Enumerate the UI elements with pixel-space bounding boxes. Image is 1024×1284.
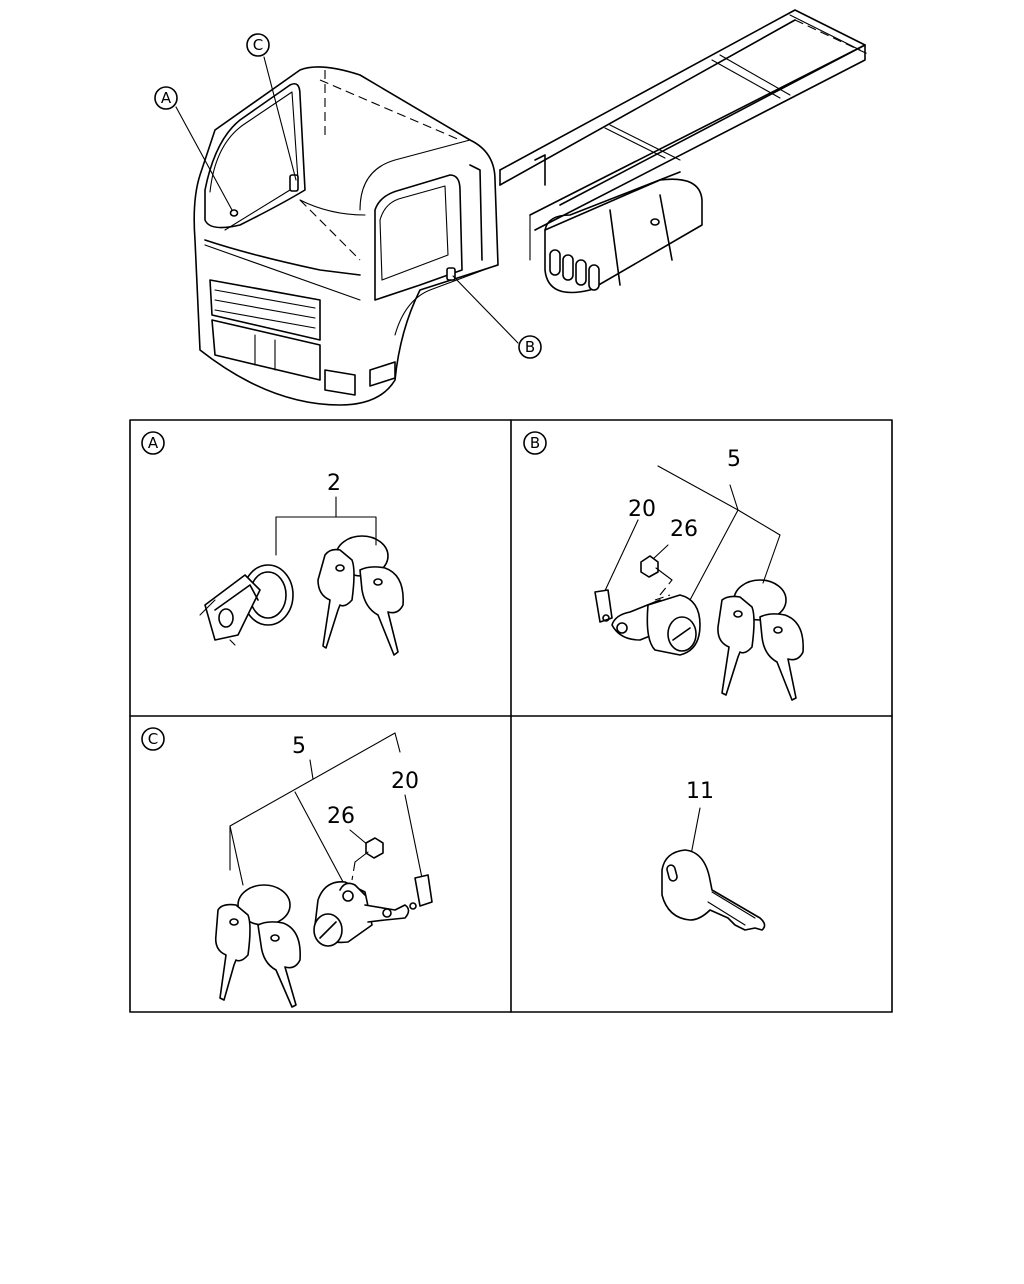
chassis-frame: [499, 9, 871, 261]
panel-b-tag-label: B: [530, 434, 540, 452]
cab-body: [193, 66, 499, 406]
key-set-c: [214, 884, 301, 1008]
panel-a-tag-label: A: [148, 434, 159, 452]
key-set-a: [317, 535, 404, 656]
detail-grid: [129, 419, 893, 1013]
callout-marker-a: A: [154, 86, 178, 110]
overview-callout-leaders: [175, 56, 519, 344]
part-number-26-c: 26: [327, 804, 355, 829]
panel-b-tag: B: [523, 431, 547, 455]
part-number-5: 5: [727, 447, 741, 472]
bolt-26-c: [351, 837, 384, 881]
clip-20: [594, 589, 613, 623]
part-number-20-c: 20: [391, 769, 419, 794]
bolt-26: [640, 555, 673, 596]
part-26-leader: [651, 544, 669, 561]
panel-c-tag: C: [141, 727, 165, 751]
callout-label-b: B: [525, 338, 535, 356]
panel-c: C 5 26 20: [141, 727, 433, 1008]
panel-a: A 2: [141, 431, 404, 656]
callout-label-a: A: [161, 89, 172, 107]
part-number-20: 20: [628, 497, 656, 522]
panel-d: 11: [661, 779, 766, 931]
door-lock-cylinder-b: [611, 594, 701, 656]
part-20-c-leader: [404, 794, 423, 879]
panel-a-tag: A: [141, 431, 165, 455]
part-number-2: 2: [327, 471, 341, 496]
clip-20-c: [409, 874, 433, 910]
truck-overview-illustration: A C B: [154, 9, 871, 406]
callout-label-c: C: [253, 36, 263, 54]
panel-b: B 5 20 26: [523, 431, 804, 701]
callout-marker-c: C: [246, 33, 270, 57]
part-number-26: 26: [670, 517, 698, 542]
part-2-bracket-leader: [275, 516, 377, 556]
ignition-lock-cylinder: [199, 564, 294, 646]
callout-marker-b: B: [518, 335, 542, 359]
fuel-tank: [544, 171, 703, 294]
panel-c-tag-label: C: [148, 730, 158, 748]
part-20-leader: [602, 519, 639, 596]
part-26-c-leader: [349, 829, 369, 846]
part-number-5-c: 5: [292, 734, 306, 759]
door-lock-cylinder-c: [313, 881, 410, 947]
key-set-b: [717, 579, 804, 701]
part-5-c-bracket-leader: [229, 732, 401, 871]
part-number-11: 11: [686, 779, 714, 804]
blank-key-11: [661, 849, 766, 931]
